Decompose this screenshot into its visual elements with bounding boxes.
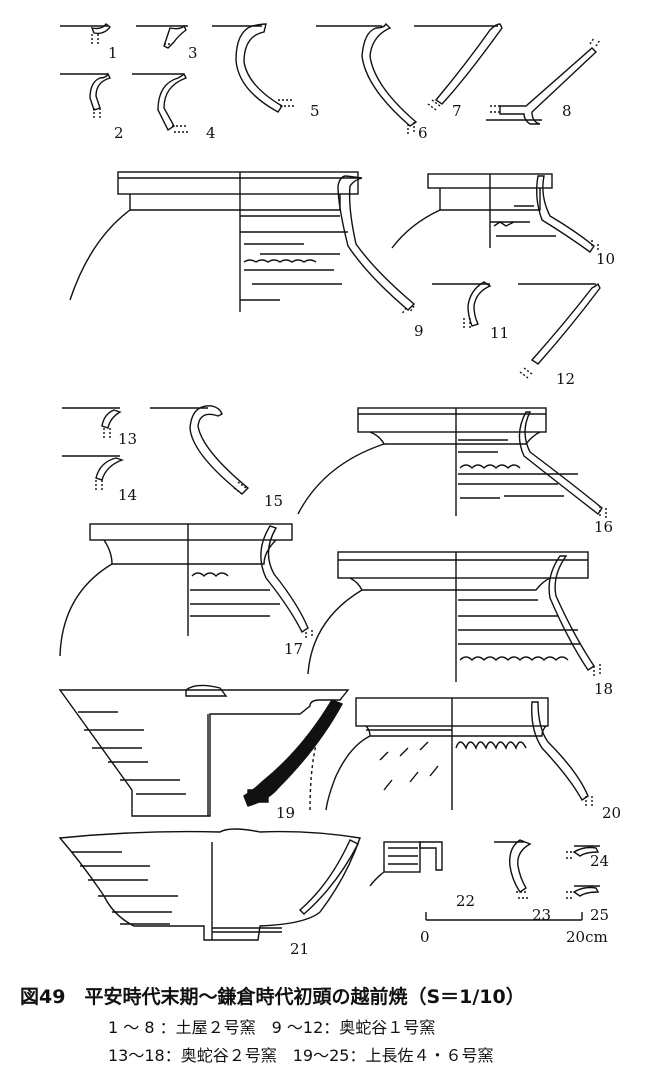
- sherd-1: [60, 22, 111, 46]
- legend-line-2: 13〜18：奥蛇谷２号窯 19〜25：上長佐４・６号窯: [108, 1046, 494, 1065]
- pot-9: [69, 171, 416, 315]
- label-12: 12: [556, 370, 576, 388]
- label-3: 3: [188, 44, 198, 62]
- label-16: 16: [594, 518, 614, 536]
- bowl-19: [58, 684, 350, 817]
- sherd-24: [566, 845, 600, 859]
- pot-16: [297, 407, 607, 518]
- sherd-25: [566, 885, 600, 899]
- label-15: 15: [264, 492, 284, 510]
- label-11: 11: [490, 324, 510, 342]
- sherd-4: [132, 72, 188, 133]
- sherd-6: [316, 22, 418, 134]
- sherd-7: [414, 23, 503, 111]
- label-10: 10: [596, 250, 616, 268]
- sherd-22: [369, 841, 443, 887]
- label-25: 25: [590, 906, 610, 924]
- sherd-2: [60, 72, 112, 120]
- label-6: 6: [418, 124, 428, 142]
- bowl-21: [58, 828, 361, 941]
- sherd-8: [486, 37, 601, 125]
- scale-end-label: 20cm: [566, 928, 608, 946]
- label-22: 22: [456, 892, 476, 910]
- legend-line-1: 1 〜 8 ：土屋２号窯 9 〜12：奥蛇谷１号窯: [108, 1018, 436, 1037]
- label-2: 2: [114, 124, 124, 142]
- sherd-12: [518, 282, 601, 379]
- label-19: 19: [276, 804, 296, 822]
- scale-start-label: 0: [420, 928, 430, 946]
- label-1: 1: [108, 44, 118, 62]
- pot-20: [325, 697, 593, 811]
- label-13: 13: [118, 430, 138, 448]
- sherd-15: [150, 405, 250, 495]
- sherd-14: [62, 455, 125, 492]
- pot-17: [59, 523, 313, 657]
- pot-10: [391, 173, 599, 253]
- label-23: 23: [532, 906, 552, 924]
- label-24: 24: [590, 852, 610, 870]
- label-7: 7: [452, 102, 462, 120]
- label-21: 21: [290, 940, 310, 958]
- label-4: 4: [206, 124, 216, 142]
- sherd-3: [136, 24, 188, 49]
- label-17: 17: [284, 640, 304, 658]
- sherd-5: [212, 23, 294, 113]
- scale-bar: [425, 912, 583, 921]
- label-5: 5: [310, 102, 320, 120]
- label-8: 8: [562, 102, 572, 120]
- sherd-13: [62, 407, 122, 438]
- label-18: 18: [594, 680, 614, 698]
- figure-caption: 図49 平安時代末期〜鎌倉時代初頭の越前焼（S＝1/10）: [20, 986, 525, 1008]
- label-20: 20: [602, 804, 622, 822]
- sherd-11: [432, 281, 492, 330]
- sherd-23: [494, 839, 532, 899]
- label-9: 9: [414, 322, 424, 340]
- label-14: 14: [118, 486, 138, 504]
- pot-18: [307, 551, 601, 682]
